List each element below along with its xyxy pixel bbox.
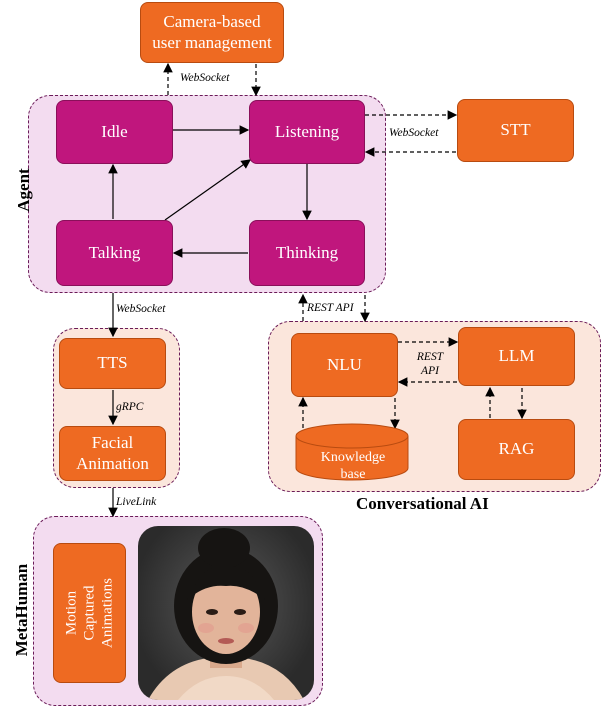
- rest-api-agent-label: REST API: [307, 302, 354, 314]
- facial-animation-node: Facial Animation: [59, 426, 166, 481]
- websocket-stt-label: WebSocket: [389, 127, 439, 139]
- metahuman-portrait-image: [138, 526, 314, 700]
- rest-api-llm-label: REST API: [416, 351, 444, 378]
- portrait-figure: [148, 528, 304, 700]
- knowledge-base-label: Knowledge base: [320, 450, 386, 482]
- llm-node: LLM: [458, 327, 575, 386]
- nlu-node: NLU: [291, 333, 398, 397]
- talking-state-node: Talking: [56, 220, 173, 286]
- stt-node: STT: [457, 99, 574, 162]
- thinking-state-node: Thinking: [249, 220, 365, 286]
- camera-user-management-node: Camera-based user management: [140, 2, 284, 63]
- motion-captured-animations-node: Motion Captured Animations: [53, 543, 126, 683]
- idle-state-node: Idle: [56, 100, 173, 164]
- conversational-ai-title: Conversational AI: [356, 494, 489, 513]
- listening-state-node: Listening: [249, 100, 365, 164]
- motion-captured-animations-label: Motion Captured Animations: [63, 578, 116, 648]
- grpc-label: gRPC: [116, 401, 144, 413]
- tts-node: TTS: [59, 338, 166, 389]
- livelink-label: LiveLink: [116, 496, 157, 508]
- websocket-tts-label: WebSocket: [116, 303, 166, 315]
- websocket-camera-label: WebSocket: [180, 72, 230, 84]
- rag-node: RAG: [458, 419, 575, 480]
